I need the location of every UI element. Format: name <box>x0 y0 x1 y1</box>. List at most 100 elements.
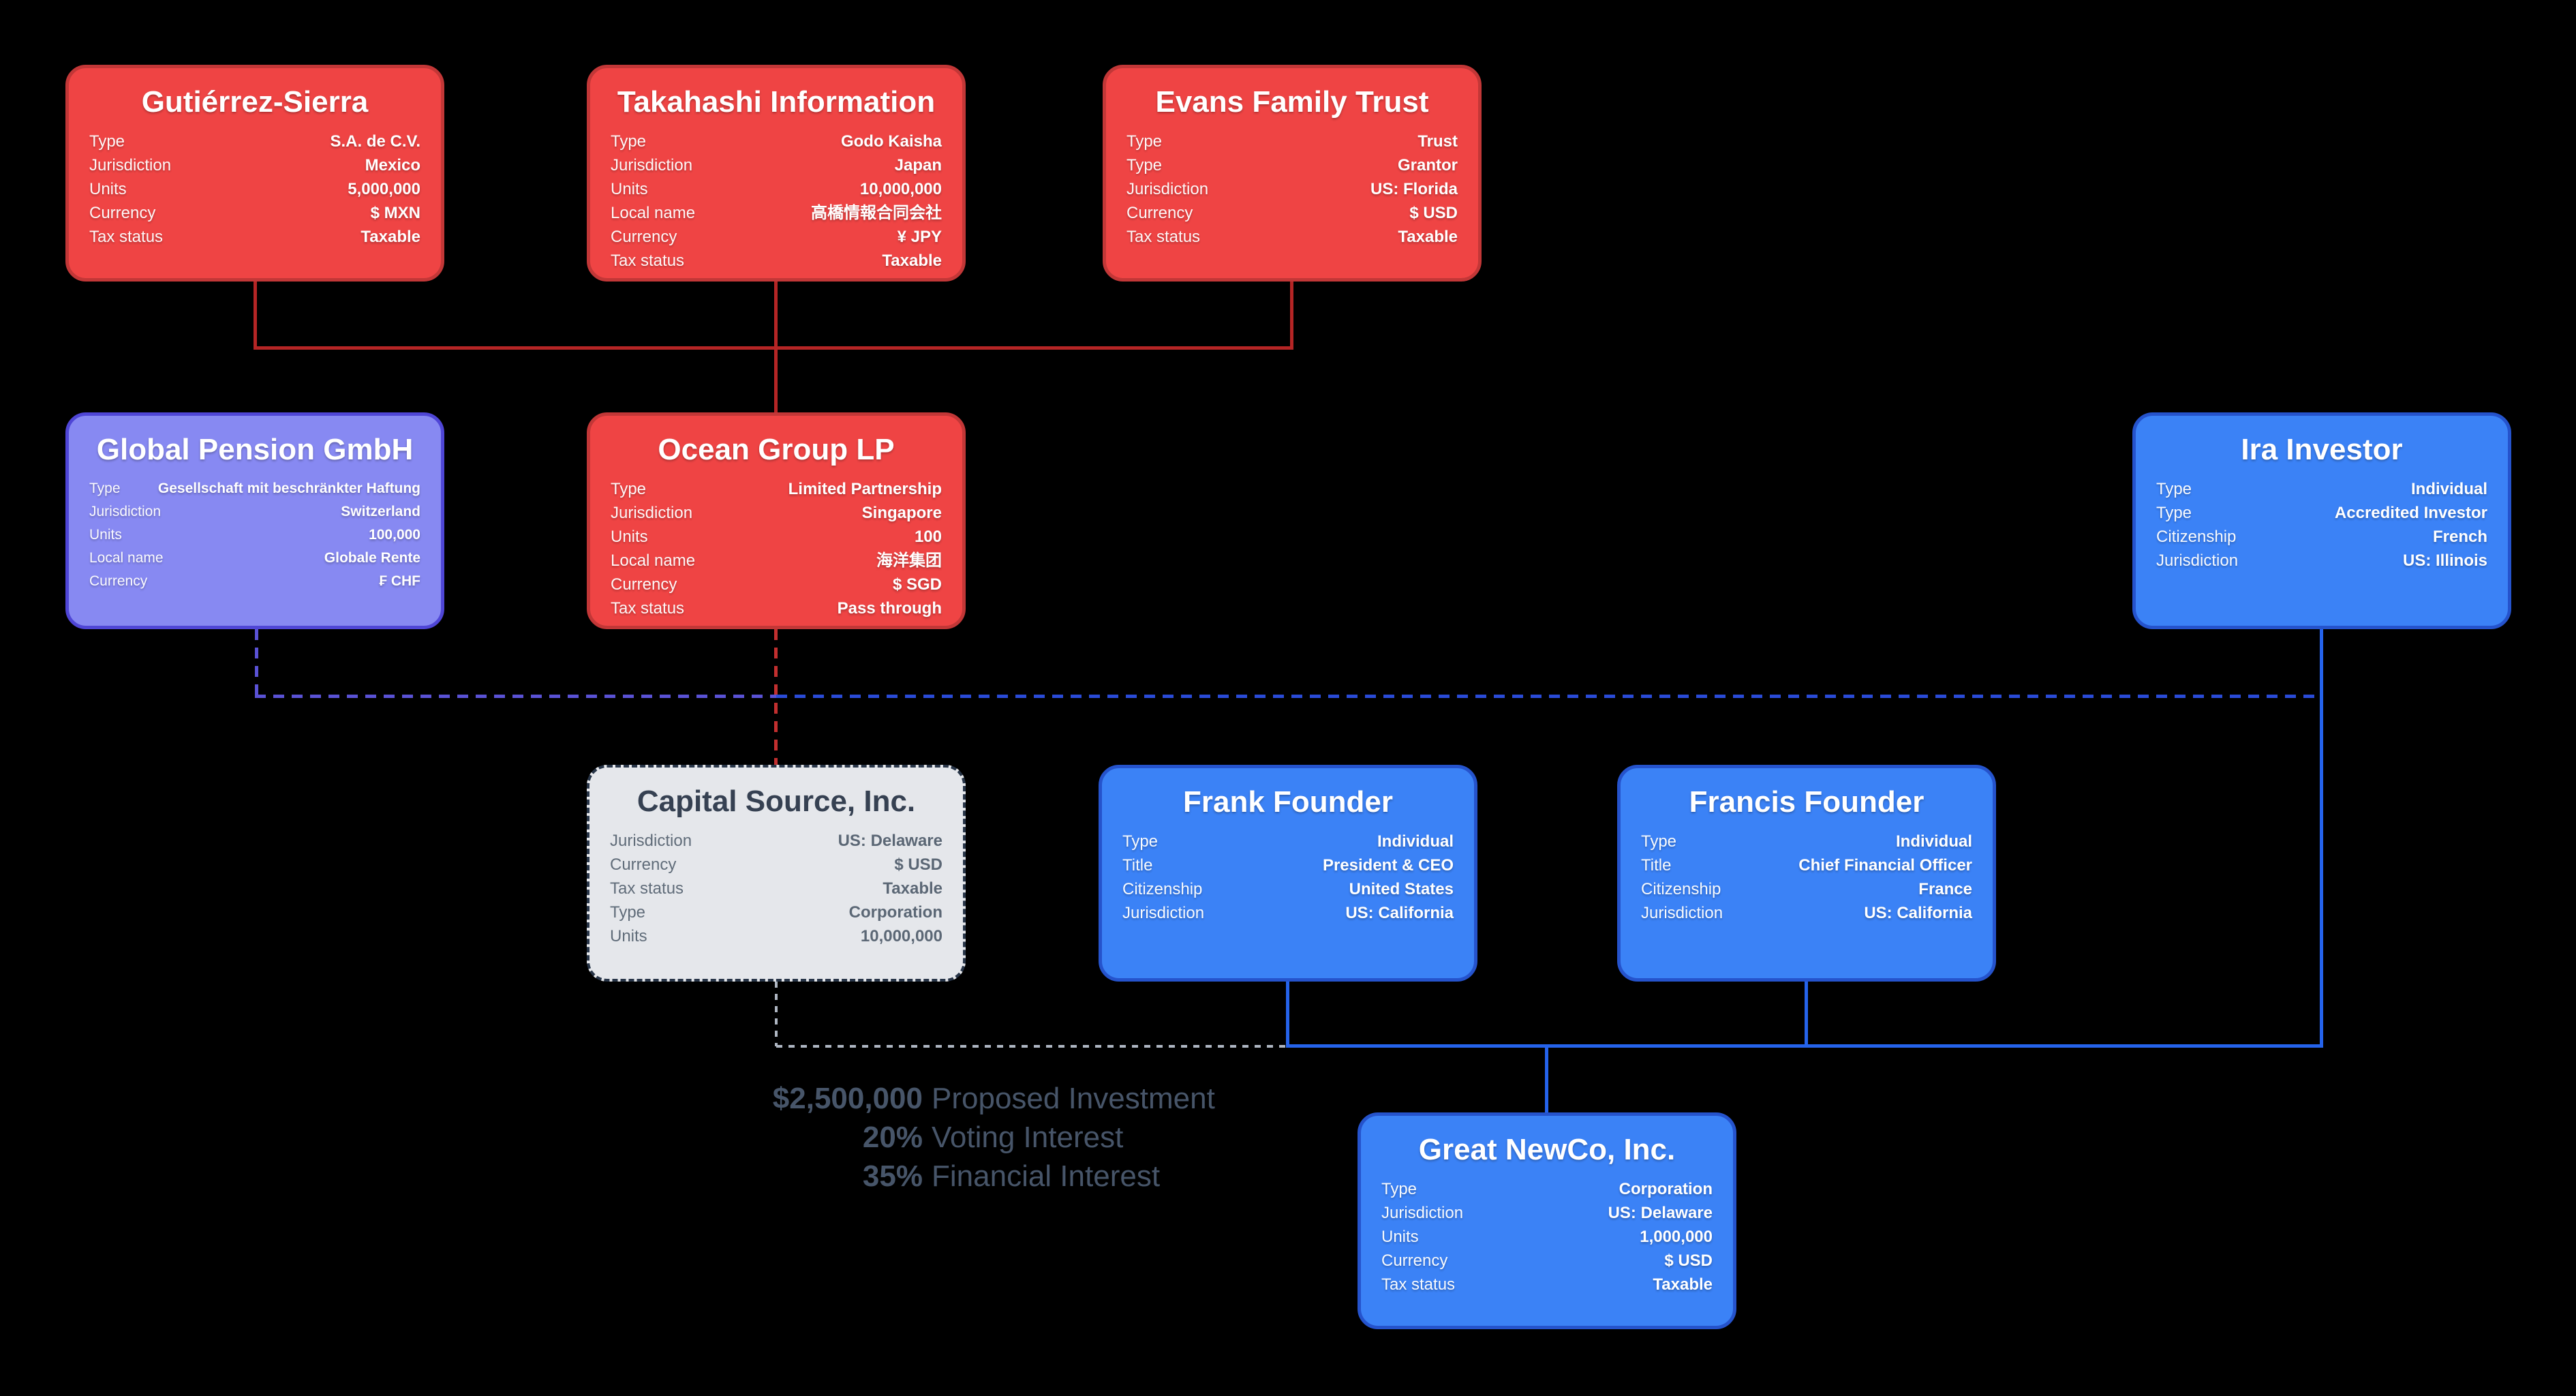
connector-francis-down <box>1805 982 1808 1046</box>
field-value: Limited Partnership <box>788 480 942 498</box>
field-row: Currency $ USD <box>610 853 942 877</box>
entity-title: Evans Family Trust <box>1155 85 1429 119</box>
field-value: Singapore <box>861 504 942 522</box>
field-label: Jurisdiction <box>89 504 162 519</box>
connector-owners-horizontal <box>254 346 1293 350</box>
field-label: Type <box>89 132 125 151</box>
field-value: Grantor <box>1397 156 1458 174</box>
field-label: Currency <box>610 855 677 874</box>
field-value: 1,000,000 <box>1640 1228 1713 1246</box>
field-row: Type Accredited Investor <box>2156 501 2487 525</box>
field-label: Jurisdiction <box>1122 904 1205 922</box>
field-value: $ SGD <box>892 575 942 594</box>
connector-frank-down <box>1286 982 1289 1046</box>
field-label: Type <box>89 481 121 496</box>
field-value: Taxable <box>1398 228 1458 246</box>
field-label: Units <box>89 180 127 198</box>
field-value: Corporation <box>1619 1180 1713 1198</box>
annotation-line: $2,500,000 Proposed Investment <box>637 1079 1215 1118</box>
field-value: ¥ JPY <box>897 228 942 246</box>
field-value: Taxable <box>1653 1275 1713 1294</box>
field-label: Type <box>610 903 646 922</box>
field-label: Citizenship <box>1641 880 1721 898</box>
field-value: Pass through <box>837 599 942 618</box>
field-label: Title <box>1641 856 1672 875</box>
entity-title: Global Pension GmbH <box>96 433 414 466</box>
field-value: Individual <box>1895 832 1972 851</box>
entity-title: Great NewCo, Inc. <box>1418 1133 1676 1166</box>
field-row: Type Corporation <box>610 900 942 924</box>
field-label: Type <box>2156 480 2192 498</box>
field-value: Accredited Investor <box>2334 504 2487 522</box>
financial-interest-label: Financial Interest <box>932 1159 1161 1193</box>
field-label: Local name <box>89 550 164 566</box>
field-row: Currency$ USD <box>1381 1249 1713 1273</box>
field-label: Type <box>1126 156 1163 174</box>
field-value: Corporation <box>848 903 942 922</box>
field-value: $ USD <box>894 855 942 874</box>
entity-title: Ocean Group LP <box>658 433 895 466</box>
field-value: Mexico <box>365 156 420 174</box>
field-row: Currency₣ CHF <box>89 570 420 593</box>
field-value: France <box>1918 880 1972 898</box>
field-row: Type Grantor <box>1126 153 1458 177</box>
annotation-line: 35% Financial Interest <box>637 1157 1215 1196</box>
field-label: Units <box>1381 1228 1419 1246</box>
field-label: Type <box>2156 504 2192 522</box>
entity-title: Francis Founder <box>1689 785 1925 819</box>
field-label: Tax status <box>1126 228 1201 246</box>
financial-interest-value: 35% <box>862 1159 923 1193</box>
connector-capital-down-dashed <box>775 982 778 1046</box>
field-label: Type <box>1126 132 1163 151</box>
field-label: Tax status <box>89 228 164 246</box>
field-value: United States <box>1349 880 1454 898</box>
field-label: Type <box>1122 832 1159 851</box>
field-label: Type <box>1381 1180 1417 1198</box>
field-value: S.A. de C.V. <box>330 132 421 151</box>
field-value: US: California <box>1864 904 1972 922</box>
field-value: Switzerland <box>341 504 420 519</box>
investment-amount: $2,500,000 <box>772 1082 923 1115</box>
field-label: Citizenship <box>2156 528 2237 546</box>
connector-blue-horizontal-dashed <box>776 695 2322 698</box>
field-label: Jurisdiction <box>1126 180 1209 198</box>
field-value: ₣ CHF <box>379 573 420 589</box>
field-label: Units <box>610 927 647 945</box>
field-row: Currency$ USD <box>1126 201 1458 225</box>
field-label: Currency <box>1126 204 1193 222</box>
